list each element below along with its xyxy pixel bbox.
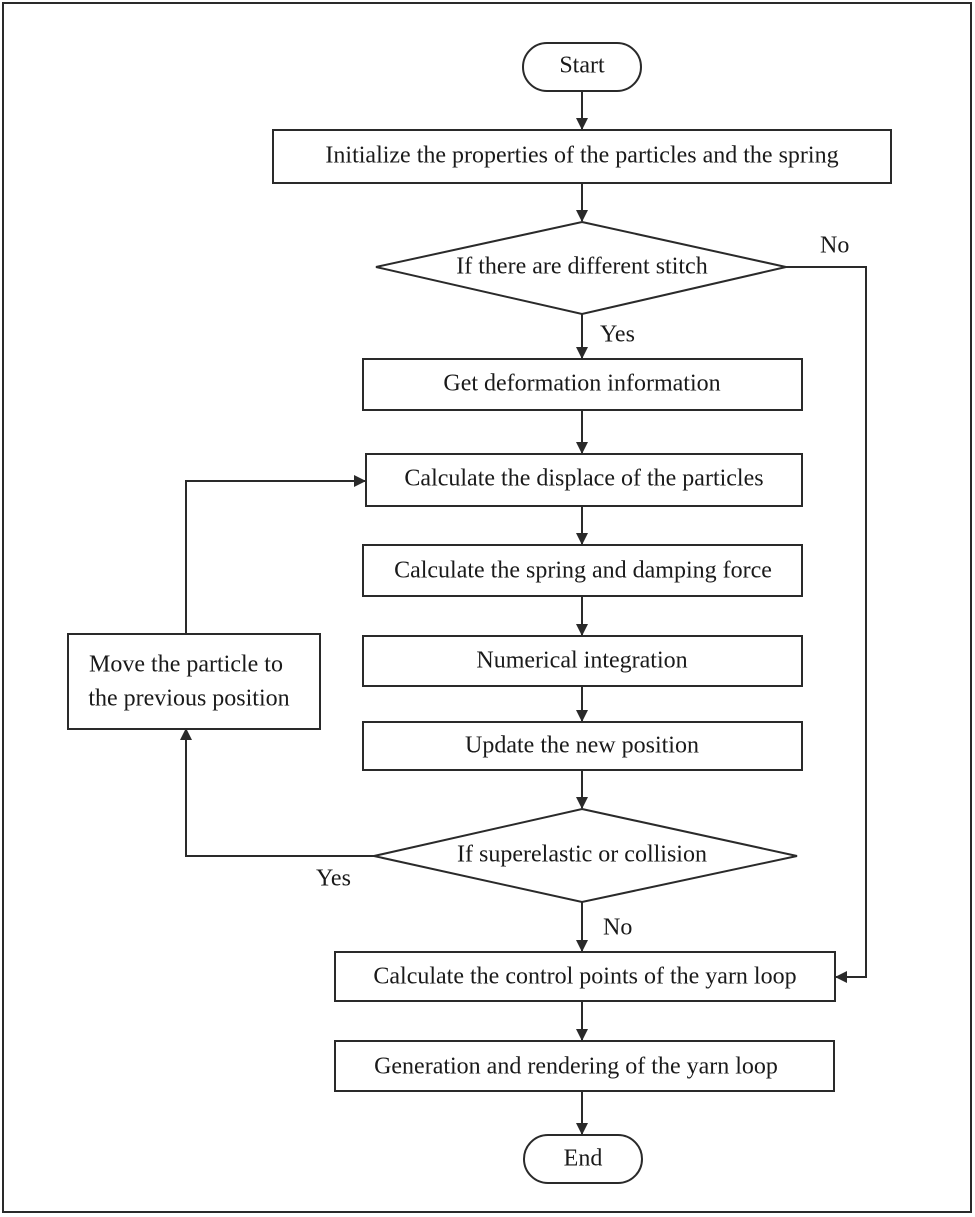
generation-label: Generation and rendering of the yarn loo… <box>374 1054 778 1080</box>
init-process: Initialize the properties of the particl… <box>272 129 892 184</box>
generation-process: Generation and rendering of the yarn loo… <box>334 1040 835 1092</box>
end-label: End <box>564 1146 603 1172</box>
control-points-label: Calculate the control points of the yarn… <box>373 964 796 990</box>
displace-process: Calculate the displace of the particles <box>365 453 803 507</box>
force-label: Calculate the spring and damping force <box>394 558 772 584</box>
edge-stitch-no-to-control-points <box>786 266 867 983</box>
collision-decision-label: If superelastic or collision <box>457 842 707 868</box>
stitch-decision-label: If there are different stitch <box>456 254 707 280</box>
edge-collision-yes-to-move <box>180 728 374 857</box>
move-label-line1: Move the particle to <box>89 652 283 678</box>
update-process: Update the new position <box>362 721 803 771</box>
flow-connectors <box>180 91 867 1135</box>
init-label: Initialize the properties of the particl… <box>325 143 838 169</box>
move-label-line2: the previous position <box>88 686 289 712</box>
move-process: Move the particle to the previous positi… <box>67 633 321 730</box>
edge-move-to-displace <box>185 475 366 633</box>
deformation-process: Get deformation information <box>362 358 803 411</box>
stitch-decision: If there are different stitch <box>375 220 787 316</box>
edge-label-collision-no: No <box>603 915 632 941</box>
edge-label-collision-yes: Yes <box>316 866 351 892</box>
displace-label: Calculate the displace of the particles <box>404 466 763 492</box>
integration-label: Numerical integration <box>476 648 687 674</box>
update-label: Update the new position <box>465 733 699 759</box>
control-points-process: Calculate the control points of the yarn… <box>334 951 836 1002</box>
start-node: Start <box>522 42 642 92</box>
edge-label-stitch-no: No <box>820 233 849 259</box>
deformation-label: Get deformation information <box>443 371 720 397</box>
edge-label-stitch-yes: Yes <box>600 322 635 348</box>
integration-process: Numerical integration <box>362 635 803 687</box>
end-node: End <box>523 1134 643 1184</box>
force-process: Calculate the spring and damping force <box>362 544 803 597</box>
start-label: Start <box>559 53 605 79</box>
collision-decision: If superelastic or collision <box>373 807 798 904</box>
